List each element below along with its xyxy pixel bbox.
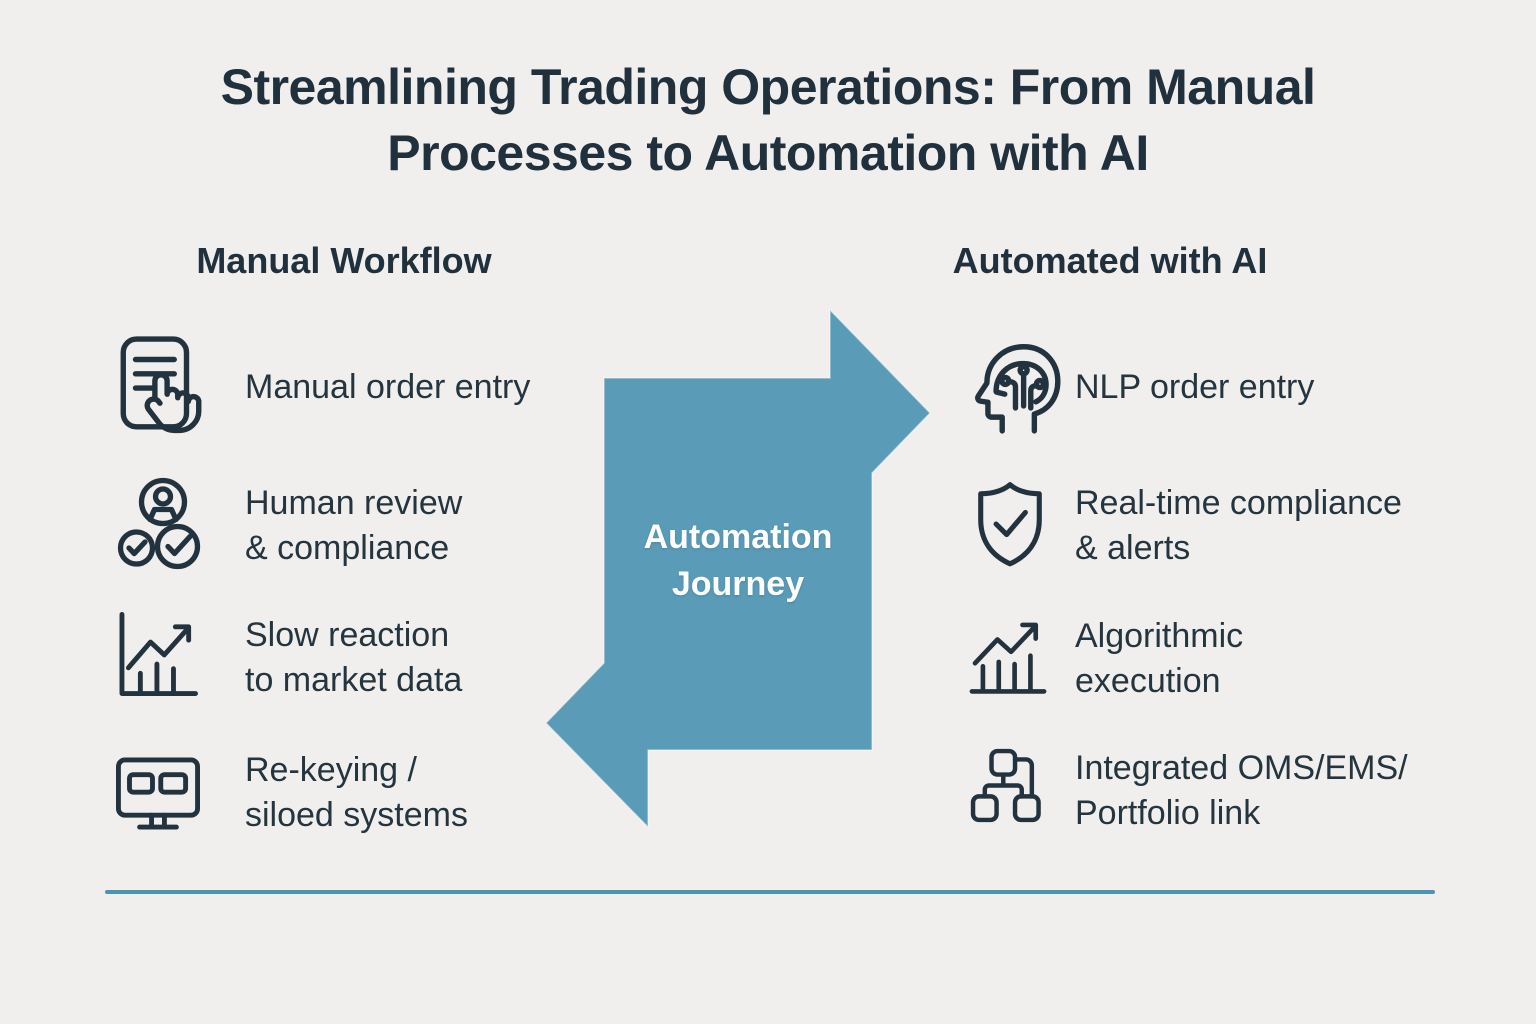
item-line: Real-time compliance <box>1075 484 1402 522</box>
manual-workflow-header: Manual Workflow <box>196 240 492 281</box>
item-line: execution <box>1075 662 1221 700</box>
automated-item-3-label: Algorithmic execution <box>1075 614 1243 704</box>
manual-item-4-label: Re-keying / siloed systems <box>245 748 468 838</box>
item-line: Algorithmic <box>1075 617 1244 655</box>
manual-item-1-label: Manual order entry <box>245 365 530 410</box>
shield-check-icon <box>962 476 1058 572</box>
arrow-label-line2: Journey <box>671 565 805 603</box>
reviewer-checks-icon <box>113 474 213 574</box>
item-line: NLP order entry <box>1075 368 1315 406</box>
item-line: Slow reaction <box>245 616 450 654</box>
manual-item-2-label: Human review & compliance <box>245 481 462 571</box>
automated-item-1-label: NLP order entry <box>1075 365 1314 410</box>
automated-item-2-label: Real-time compliance & alerts <box>1075 481 1402 571</box>
item-line: & compliance <box>245 529 450 567</box>
page-title-line2: Processes to Automation with AI <box>387 125 1149 181</box>
item-line: Integrated OMS/EMS/ <box>1075 749 1408 787</box>
item-line: Re-keying / <box>245 751 417 789</box>
item-line: siloed systems <box>245 796 468 834</box>
page-title: Streamlining Trading Operations: From Ma… <box>0 54 1536 186</box>
nlp-head-icon <box>966 334 1068 436</box>
item-line: & alerts <box>1075 529 1191 567</box>
automation-journey-label: Automation Journey <box>604 514 872 608</box>
automated-with-ai-header: Automated with AI <box>952 240 1268 281</box>
item-line: Human review <box>245 484 463 522</box>
automated-item-4-label: Integrated OMS/EMS/ Portfolio link <box>1075 746 1408 836</box>
page-title-line1: Streamlining Trading Operations: From Ma… <box>220 59 1316 115</box>
item-line: Portfolio link <box>1075 794 1261 832</box>
item-line: Manual order entry <box>245 368 531 406</box>
siloed-monitor-icon <box>112 748 204 840</box>
slow-market-chart-icon <box>110 608 202 700</box>
arrow-label-line1: Automation <box>643 518 833 556</box>
automation-journey-arrow <box>546 310 930 827</box>
bottom-divider-line <box>105 890 1435 894</box>
manual-item-3-label: Slow reaction to market data <box>245 613 462 703</box>
item-line: to market data <box>245 661 463 699</box>
integrated-sitemap-icon <box>968 746 1052 830</box>
document-click-icon <box>110 334 212 436</box>
algo-execution-chart-icon <box>964 610 1052 698</box>
